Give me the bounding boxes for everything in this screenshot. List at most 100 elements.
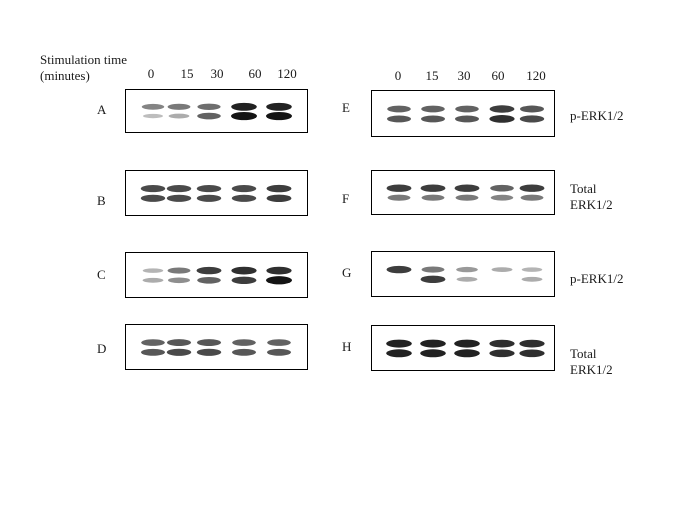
band-f-lane4-upper [490,184,514,192]
band-b-lane2-lower [166,194,192,202]
band-f-lane2-lower [421,194,445,201]
blot-panel-c [125,252,308,298]
band-d-lane5-lower [267,348,291,356]
band-e-lane1-lower [387,115,411,123]
stimulation-time-label: Stimulation time [40,52,128,67]
band-d-lane2-upper [167,339,191,347]
band-d-lane1-lower [141,348,165,356]
lane-label-right-15: 15 [425,68,439,83]
label-total-f-2: ERK1/2 [570,197,613,212]
band-f-lane4-lower [490,194,514,201]
band-g-lane5-upper [521,267,543,272]
panel-letter-c: C [97,267,106,282]
panel-letter-f: F [342,191,350,206]
band-h-lane3-lower [454,349,480,358]
band-h-lane1-lower [386,349,412,358]
band-f-lane5-lower [520,194,544,201]
blot-bands-g [386,265,543,283]
label-total-h-2: ERK1/2 [570,362,613,377]
band-a-lane2-upper [167,103,191,110]
lane-label-left-15: 15 [180,66,194,81]
band-f-lane5-upper [519,184,545,192]
blot-panel-a [125,89,308,133]
panel-letter-a: A [97,102,107,117]
band-d-lane3-upper [197,339,221,347]
lane-label-left-120: 120 [277,66,297,81]
band-d-lane2-lower [166,348,192,356]
blot-panel-e [371,90,555,137]
band-h-lane4-upper [489,339,515,348]
lane-label-right-30: 30 [457,68,471,83]
band-g-lane2-upper [421,266,445,273]
band-h-lane4-lower [489,349,515,358]
band-e-lane3-lower [455,115,479,123]
band-b-lane3-upper [196,185,222,193]
band-c-lane5-lower [266,276,292,285]
panel-letter-d: D [97,341,107,356]
band-a-lane4-upper [231,102,257,111]
label-p-erk-e: p-ERK1/2 [570,108,624,123]
blot-bands-f [386,184,545,201]
band-g-lane5-lower [521,276,543,282]
band-f-lane1-lower [387,194,411,201]
band-e-lane2-upper [421,105,445,113]
band-f-lane2-upper [420,184,446,192]
panel-letter-b: B [97,193,106,208]
blot-bands-a [141,102,292,121]
label-total-f-1: Total [570,181,597,196]
lane-label-left-60: 60 [248,66,262,81]
band-a-lane3-lower [197,112,221,120]
band-b-lane1-lower [140,194,166,202]
band-a-lane5-lower [266,111,292,121]
band-h-lane5-lower [519,349,545,358]
blot-bands-b [140,184,292,202]
band-f-lane1-upper [386,184,412,192]
blot-bands-c [142,266,292,285]
lane-label-left-30: 30 [210,66,224,81]
band-e-lane3-upper [455,105,479,113]
band-a-lane4-lower [231,111,257,121]
band-d-lane1-upper [141,339,165,346]
blot-panel-b [125,170,308,216]
lane-label-right-0: 0 [394,68,402,83]
minutes-label: (minutes) [40,68,90,83]
blot-bands-e [387,105,545,123]
band-b-lane1-upper [140,185,166,193]
band-c-lane2-upper [167,267,191,274]
band-e-lane1-upper [387,105,411,113]
band-d-lane5-upper [267,339,291,346]
band-b-lane5-lower [266,194,292,202]
label-total-h-1: Total [570,346,597,361]
band-c-lane2-lower [168,277,190,284]
band-c-lane4-upper [231,266,257,275]
band-f-lane3-lower [455,194,479,201]
band-c-lane5-upper [266,266,292,275]
band-e-lane4-upper [489,105,515,113]
band-c-lane1-lower [142,277,164,283]
band-g-lane3-upper [456,266,478,273]
band-d-lane4-lower [232,348,256,356]
blot-panel-f [371,170,555,215]
band-e-lane5-lower [519,115,545,123]
band-b-lane5-upper [266,184,292,193]
band-c-lane4-lower [231,276,257,284]
band-g-lane4-upper [491,267,513,273]
band-e-lane4-lower [489,115,515,123]
blot-panel-d [125,324,308,370]
lane-label-right-120: 120 [526,68,546,83]
panel-letter-g: G [342,265,352,280]
band-c-lane1-upper [142,268,164,273]
band-e-lane2-lower [421,115,445,123]
band-e-lane5-upper [520,105,544,113]
band-b-lane4-upper [231,185,257,193]
lane-label-left-0: 0 [147,66,155,81]
band-g-lane1-upper [386,265,412,274]
band-d-lane4-upper [232,339,256,346]
band-g-lane2-lower [420,275,446,283]
band-c-lane3-upper [196,266,222,275]
blot-bands-h [386,339,545,358]
band-a-lane2-lower [168,113,190,119]
blot-panel-h [371,325,555,371]
band-h-lane2-lower [420,349,446,358]
band-a-lane1-lower [143,113,163,119]
